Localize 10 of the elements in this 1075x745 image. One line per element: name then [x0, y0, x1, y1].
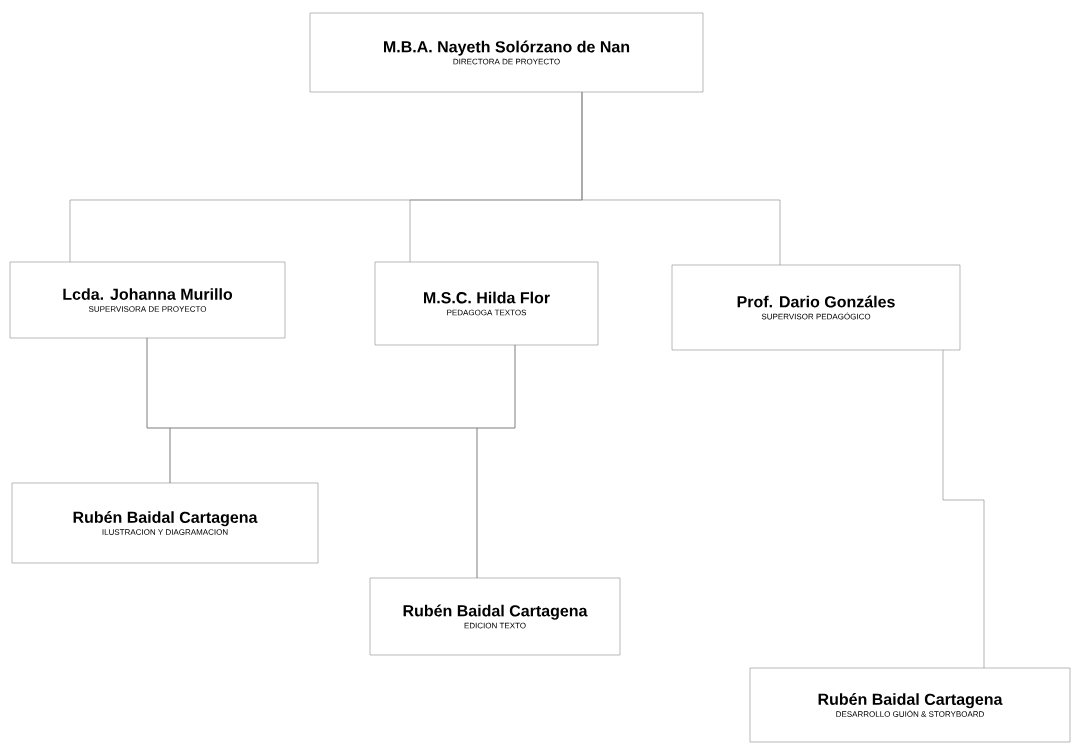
person-box: M.B.A. Nayeth Solórzano de Nan DIRECTORA DE PROYECTO [309, 12, 704, 93]
person-box: Rubén Baidal Cartagena DESARROLLO GUIÓN & STORYBOARD [749, 667, 1071, 743]
person-box: Prof. Dario Gonzáles SUPERVISOR PEDAGÓGICO [671, 264, 961, 351]
person-box: Rubén Baidal Cartagena ILUSTRACION Y DIAGRAMACION [11, 482, 319, 564]
person-box: Rubén Baidal Cartagena EDICION TEXTO [369, 577, 621, 656]
connector-line [581, 91, 781, 266]
connector-line [476, 344, 516, 579]
person-box: Lcda. Johanna Murillo SUPERVISORA DE PROYECTO [9, 261, 286, 339]
person-box: M.S.C. Hilda Flor PEDAGOGA TEXTOS [374, 261, 599, 346]
connector-line [942, 349, 985, 669]
